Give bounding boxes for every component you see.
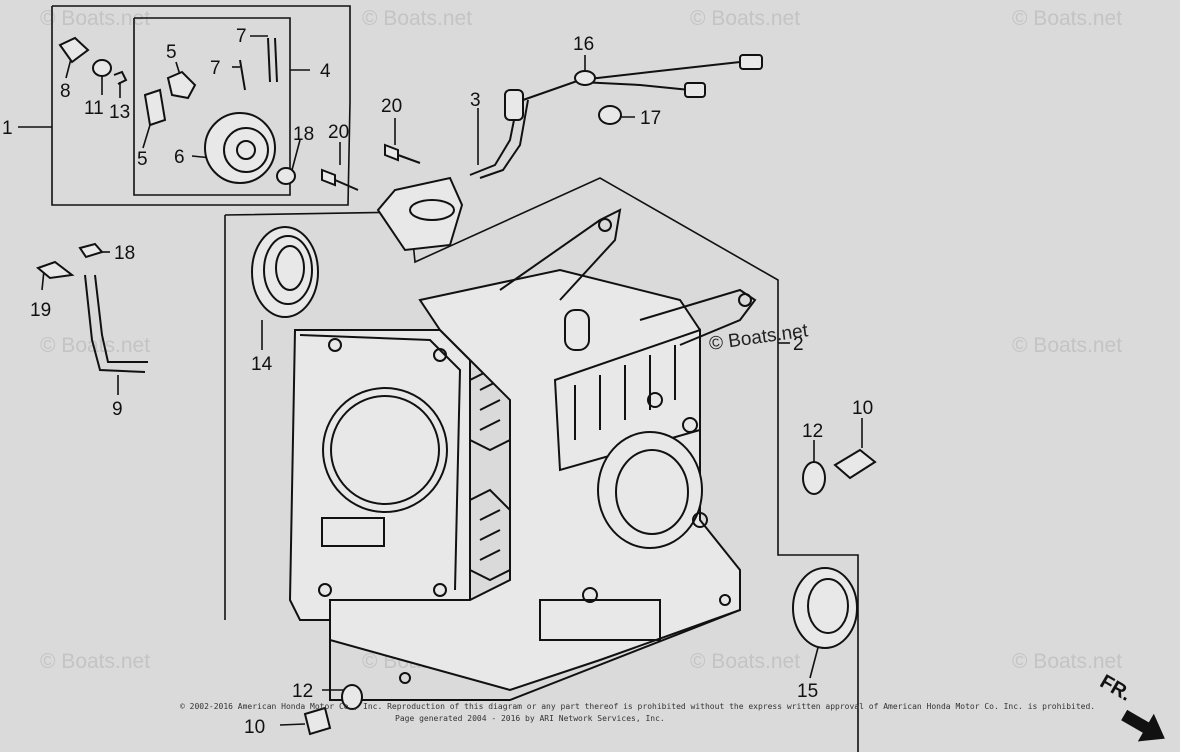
- callout-7-b: 7: [236, 26, 247, 47]
- callout-10-bottom: 10: [244, 717, 265, 738]
- callout-18-left: 18: [114, 243, 135, 264]
- drain-bolt-10-bottom: [303, 706, 332, 736]
- callouts: 1 2 3 4 5 5 6 7 7 8 9 10 10 11 12 12 13 …: [2, 26, 873, 738]
- mount-arm-upper: [499, 208, 622, 301]
- callout-10-right: 10: [852, 398, 873, 419]
- cylinder-bore-inner: [330, 395, 440, 505]
- callout-18-top: 18: [293, 124, 314, 145]
- watermark-7: © Boats.net: [1012, 334, 1122, 357]
- watermark-10: © Boats.net: [690, 650, 800, 673]
- watermark-11: © Boats.net: [1012, 650, 1122, 673]
- callout-17: 17: [640, 108, 661, 129]
- drain-bolt-10-right: [833, 448, 877, 480]
- ball-bearing: [251, 226, 319, 318]
- copyright-line-1: © 2002-2016 American Honda Motor Co., In…: [180, 702, 1095, 711]
- callout-15: 15: [797, 681, 818, 702]
- callout-12-bottom: 12: [292, 681, 313, 702]
- cylinder-bore: [322, 387, 448, 513]
- copyright-line-2: Page generated 2004 - 2016 by ARI Networ…: [395, 714, 665, 723]
- mount-arm-right: [639, 288, 757, 346]
- callout-5-upper: 5: [166, 42, 177, 63]
- watermark-1: © Boats.net: [40, 7, 150, 30]
- callout-7-a: 7: [210, 58, 221, 79]
- callout-2: 2: [793, 334, 804, 355]
- breather-tube: [564, 309, 590, 351]
- callout-13: 13: [109, 102, 130, 123]
- governor-gear-6: [204, 112, 276, 184]
- governor-assembly: [58, 36, 278, 184]
- washer-12-bottom: [341, 684, 363, 710]
- arrow-icon: [1121, 709, 1165, 742]
- callout-4: 4: [320, 61, 331, 82]
- pushrod-port: [321, 517, 385, 547]
- callout-19: 19: [30, 300, 51, 321]
- small-parts: [36, 105, 877, 736]
- callout-9: 9: [112, 399, 123, 420]
- clip-19: [36, 260, 75, 280]
- crank-bearing-bore: [615, 449, 689, 535]
- group-1-box: [51, 5, 351, 206]
- watermark-5: © Boats.net: [40, 334, 150, 357]
- washer-12-right: [802, 461, 826, 495]
- stud-hole-2: [433, 348, 447, 362]
- direction-label: FR.: [1096, 671, 1135, 706]
- crankcase: [329, 208, 757, 701]
- crankcase-base: [329, 609, 741, 701]
- clip-18-top: [276, 167, 296, 185]
- weight-holder-5-lower: [143, 88, 167, 127]
- stud-hole-3: [318, 583, 332, 597]
- breather-hose-9: [84, 274, 146, 373]
- callout-12-right: 12: [802, 421, 823, 442]
- callout-5-lower: 5: [137, 149, 148, 170]
- watermark-2: © Boats.net: [362, 7, 472, 30]
- clip-18-left: [78, 242, 104, 259]
- group-4-box: [133, 17, 291, 196]
- pin-7-a: [239, 59, 246, 91]
- governor-sleeve-8: [58, 36, 90, 64]
- callout-1: 1: [2, 118, 13, 139]
- grommet-17: [598, 105, 622, 125]
- front-direction-arrow: FR.: [1096, 671, 1165, 742]
- bolt-20a: [384, 143, 399, 162]
- bolt-20b: [321, 168, 336, 187]
- callout-3: 3: [470, 90, 481, 111]
- callout-11: 11: [84, 98, 104, 119]
- watermark-8: © Boats.net: [40, 650, 150, 673]
- washer-11: [92, 59, 112, 77]
- pin-7-b: [267, 37, 271, 83]
- callout-6: 6: [174, 147, 185, 168]
- callout-14: 14: [251, 354, 273, 375]
- fan-shroud-fins: [553, 328, 701, 472]
- callout-8: 8: [60, 81, 71, 102]
- oil-pan-window: [539, 599, 661, 641]
- callout-20-a: 20: [381, 96, 402, 117]
- leader-lines: [18, 35, 863, 726]
- oil-seal: [792, 567, 858, 649]
- weight-holder-5-upper: [166, 70, 197, 100]
- cylinder-barrel: [288, 329, 511, 621]
- crankcase-body: [329, 268, 741, 692]
- oil-alert-switch: [376, 54, 763, 252]
- watermark-4: © Boats.net: [1012, 7, 1122, 30]
- watermark-3: © Boats.net: [690, 7, 800, 30]
- callout-20-b: 20: [328, 122, 349, 143]
- clip-13: [113, 70, 128, 85]
- callout-16: 16: [573, 34, 594, 55]
- stud-hole-4: [433, 583, 447, 597]
- stud-hole-1: [328, 338, 342, 352]
